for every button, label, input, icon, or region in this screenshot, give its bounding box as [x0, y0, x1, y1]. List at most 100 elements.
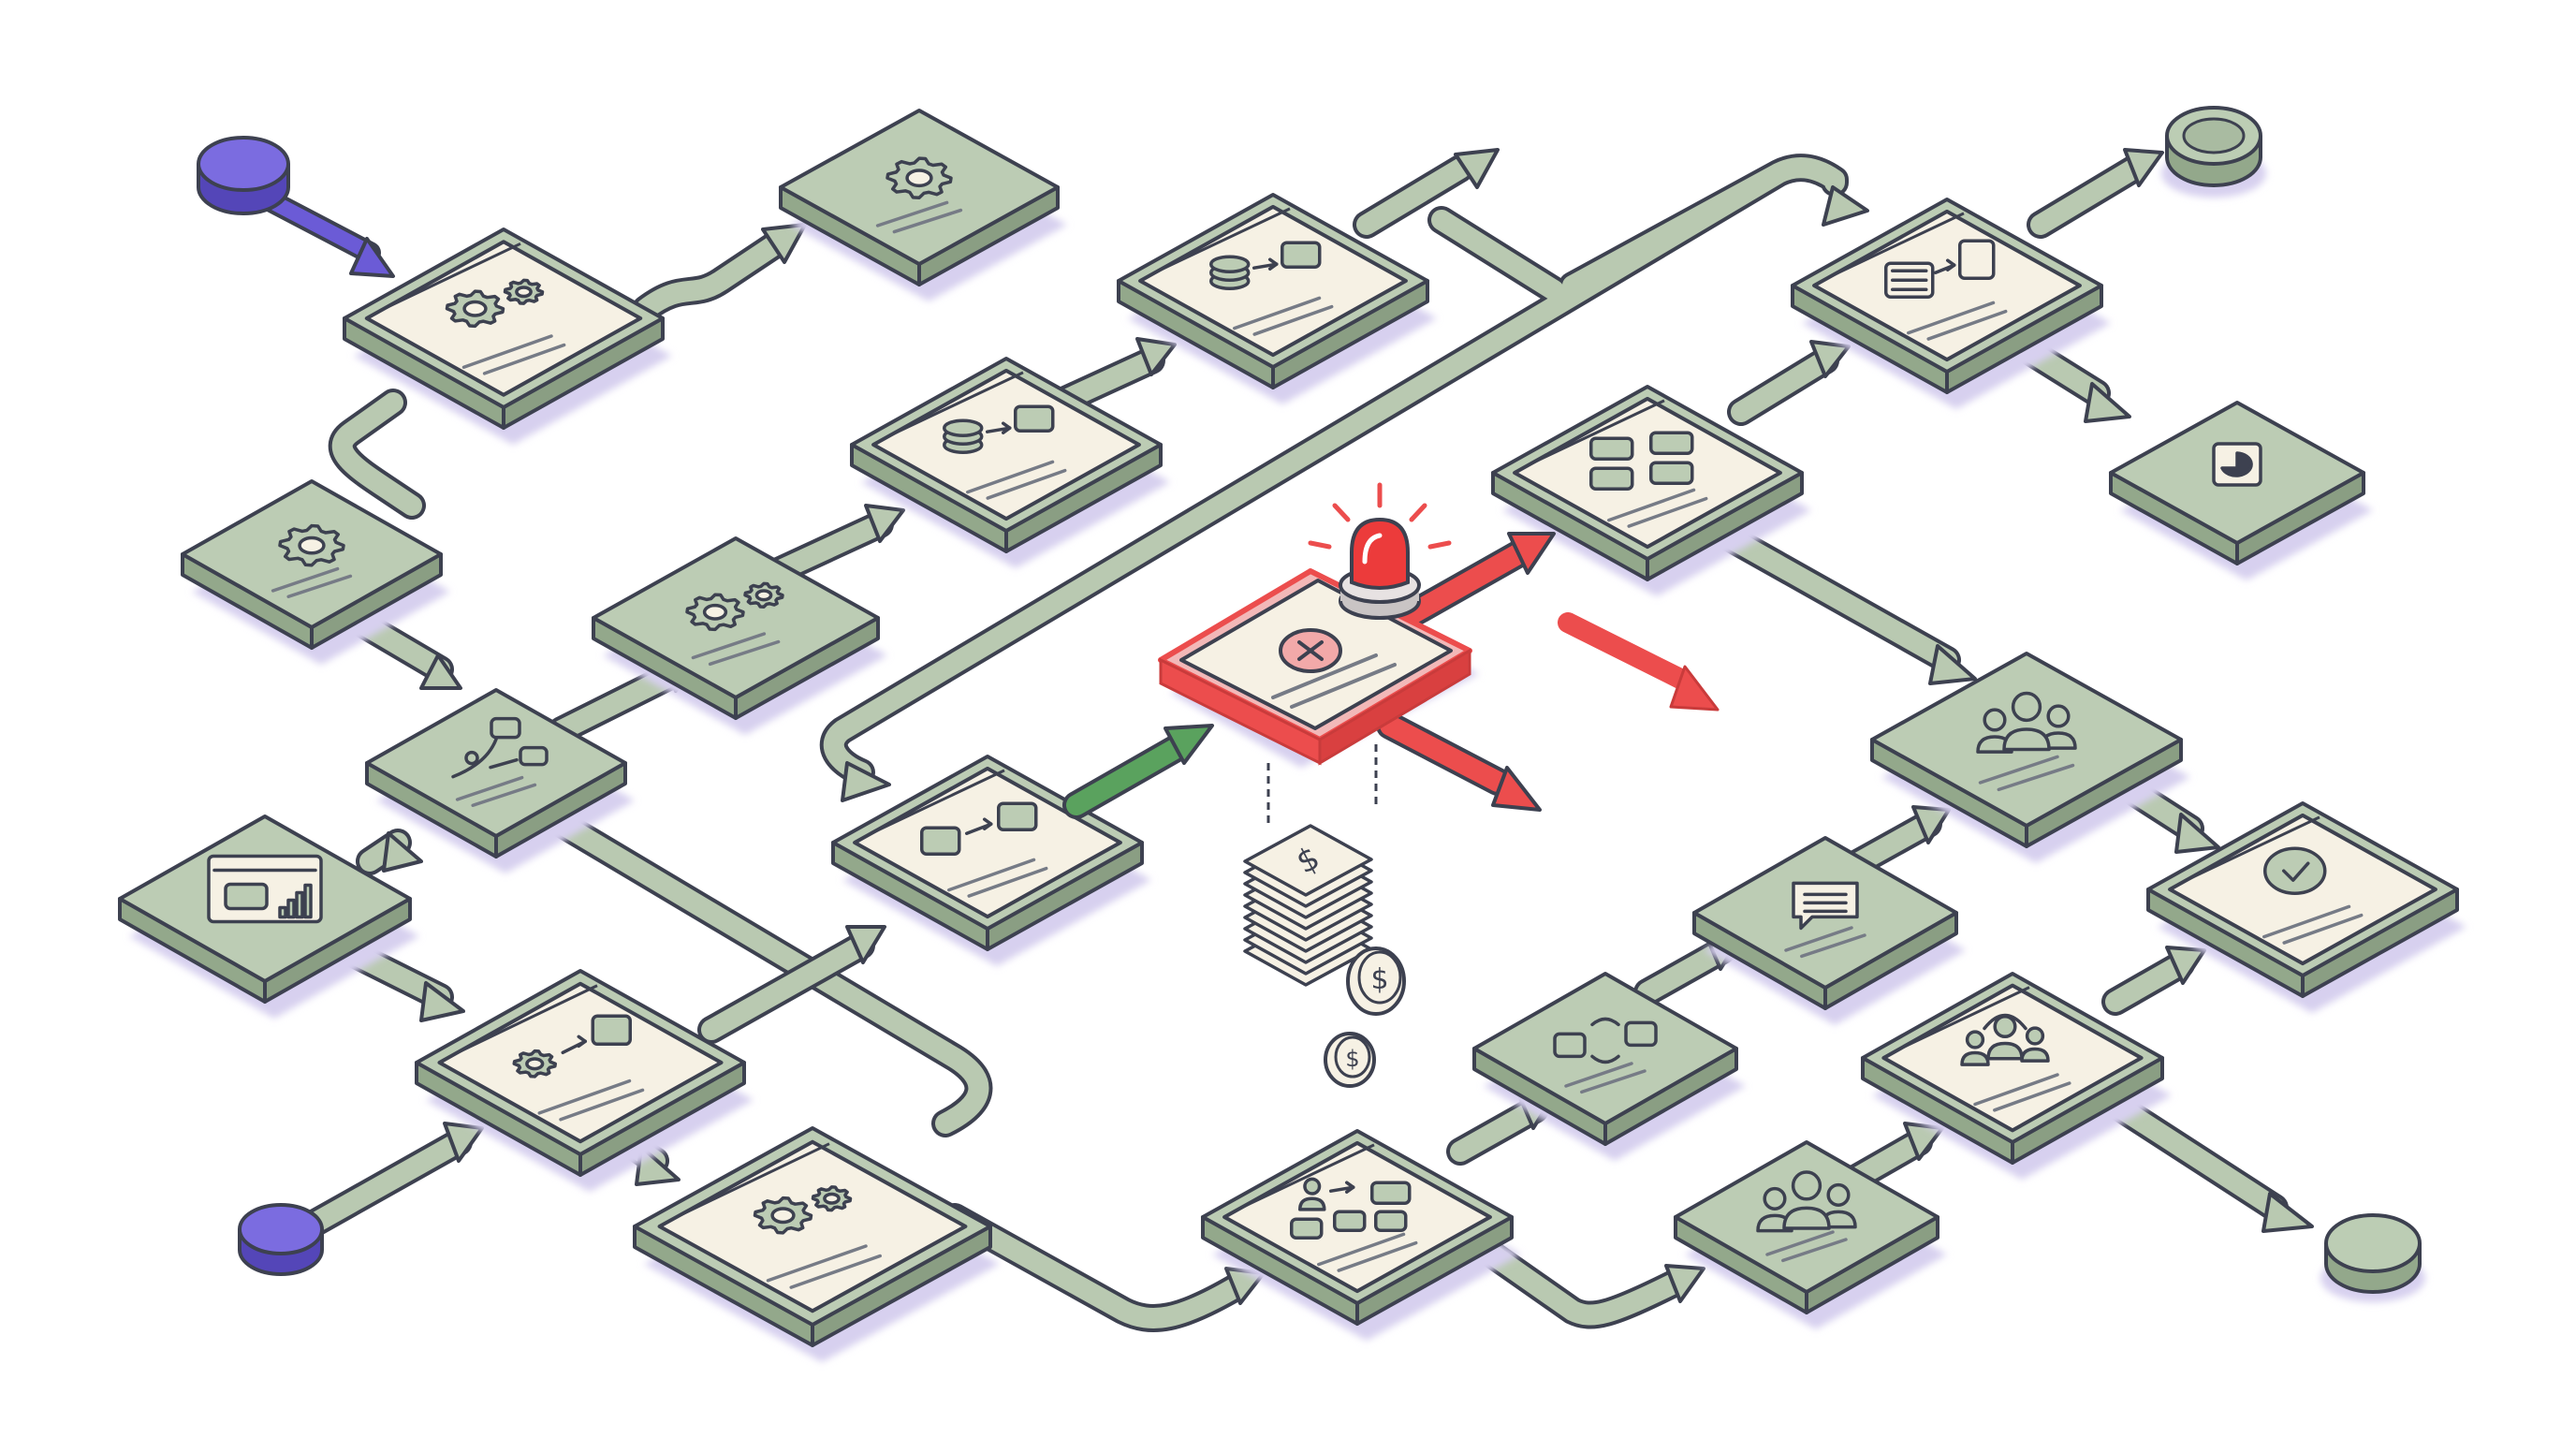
arrowhead [2261, 1192, 2314, 1233]
process-node-sync[interactable] [1472, 972, 1746, 1161]
gear-icon [503, 278, 545, 305]
transfer-icon [920, 801, 1038, 856]
connector-start-bottom [295, 1128, 473, 1240]
node-layer [118, 109, 2466, 1362]
arrowhead [443, 1122, 484, 1163]
arrowhead [2165, 946, 2206, 985]
process-node-branch[interactable] [365, 688, 635, 873]
arrowhead [2123, 148, 2164, 187]
money-stack-icon: $ [1243, 824, 1373, 987]
process-node-group[interactable] [1674, 1140, 1947, 1329]
database-transfer-icon [1209, 241, 1322, 290]
arrowhead [1928, 644, 1977, 685]
gear-icon [445, 289, 505, 329]
process-node-config[interactable] [592, 536, 887, 735]
error-node[interactable] [1062, 482, 1720, 819]
branch-icon [451, 716, 549, 779]
process-node-db-transfer-2[interactable] [1117, 193, 1437, 404]
gear-icon [685, 593, 745, 632]
connector-settings1-down [328, 389, 426, 520]
process-node-document[interactable] [1791, 198, 2111, 409]
coin-icon: $ [1324, 1032, 1376, 1088]
process-node-report[interactable] [2109, 401, 2373, 580]
process-node-gears-bottom[interactable] [633, 1126, 1000, 1362]
arrowhead [841, 761, 891, 802]
arrowhead [845, 925, 886, 964]
arrowhead [349, 237, 395, 278]
connector-settings1-to-top [632, 229, 791, 323]
arrowhead [761, 223, 807, 264]
process-node-settings-top[interactable] [779, 109, 1067, 301]
siren-icon [1308, 482, 1452, 620]
error-arrow-up-right [1399, 532, 1556, 627]
arrowhead [419, 653, 462, 690]
gears-icon [753, 1185, 853, 1235]
gear-icon [278, 523, 345, 567]
end-marker-bottom-right[interactable] [2320, 1213, 2425, 1302]
connector-branch-to-module [548, 810, 993, 1137]
arrowhead [1822, 185, 1869, 227]
coin-symbol: $ [1370, 963, 1388, 996]
gears-icon [445, 278, 545, 329]
arrowhead [1135, 337, 1177, 376]
process-node-team[interactable] [1870, 652, 2190, 863]
team-icon [1756, 1170, 1857, 1233]
connector-module-to-transfer [697, 932, 875, 1044]
coin-symbol: $ [1345, 1046, 1359, 1072]
gear-icon [743, 581, 784, 609]
connector-db2-up [1353, 154, 1474, 239]
process-node-workflow[interactable] [1491, 385, 1811, 596]
arrowhead [382, 831, 423, 873]
end-marker-top-right[interactable] [2161, 106, 2266, 198]
flowchart-icon [1290, 1177, 1412, 1240]
check-icon [2263, 846, 2327, 895]
coin-icon: $ [1346, 946, 1406, 1016]
process-node-support[interactable] [1861, 972, 2172, 1180]
arrowhead [1911, 805, 1951, 844]
database-transfer-icon [943, 404, 1055, 454]
start-marker-bottom[interactable] [238, 1203, 324, 1276]
process-node-dashboard[interactable] [118, 814, 419, 1019]
error-arrow-right [1558, 612, 1720, 712]
workflow-icon [1589, 431, 1694, 491]
team-icon [1976, 691, 2077, 754]
connector-flowchart-to-sync [1446, 1095, 1549, 1166]
process-node-settings-2[interactable] [181, 479, 450, 665]
process-node-module[interactable] [415, 969, 754, 1192]
process-node-db-transfer-1[interactable] [850, 357, 1170, 568]
cost-indicator: $ $ $ [1243, 744, 1406, 1088]
connector-sync-to-message [1633, 936, 1736, 1006]
connector-flowchart-to-group [1465, 1231, 1690, 1329]
start-marker-top[interactable] [197, 136, 395, 278]
process-node-settings-1[interactable] [343, 227, 672, 445]
connector-gears-to-flowchart [941, 1203, 1250, 1332]
module-transfer-icon [512, 1014, 632, 1078]
gear-icon [512, 1049, 557, 1078]
process-node-approved[interactable] [2146, 801, 2466, 1013]
gear-icon [886, 156, 953, 199]
document-transfer-icon [1884, 239, 1996, 299]
arrowhead [1454, 148, 1500, 189]
connector-workflow-to-team [1708, 520, 1961, 674]
error-arrow-down-right [1376, 712, 1542, 812]
gears-icon [685, 581, 784, 632]
report-icon [2212, 442, 2262, 487]
gear-icon [278, 523, 345, 567]
marker-layer [197, 106, 2425, 1302]
arrowhead [1903, 1122, 1944, 1161]
dashboard-icon [207, 854, 323, 924]
arrowhead [2084, 382, 2131, 423]
gear-icon [811, 1185, 853, 1212]
message-icon [1792, 881, 1859, 931]
process-node-message[interactable] [1692, 836, 1966, 1025]
money-bill [1243, 824, 1373, 897]
process-node-flowchart[interactable] [1201, 1129, 1521, 1341]
success-arrow [1062, 724, 1214, 819]
connector-support-to-approved [2101, 950, 2195, 1016]
arrowhead [1809, 340, 1851, 378]
connector-workflow-to-document [1727, 346, 1839, 426]
arrowhead [2174, 813, 2220, 854]
arrowhead [864, 504, 905, 543]
connector-support-to-end [2101, 1091, 2289, 1222]
